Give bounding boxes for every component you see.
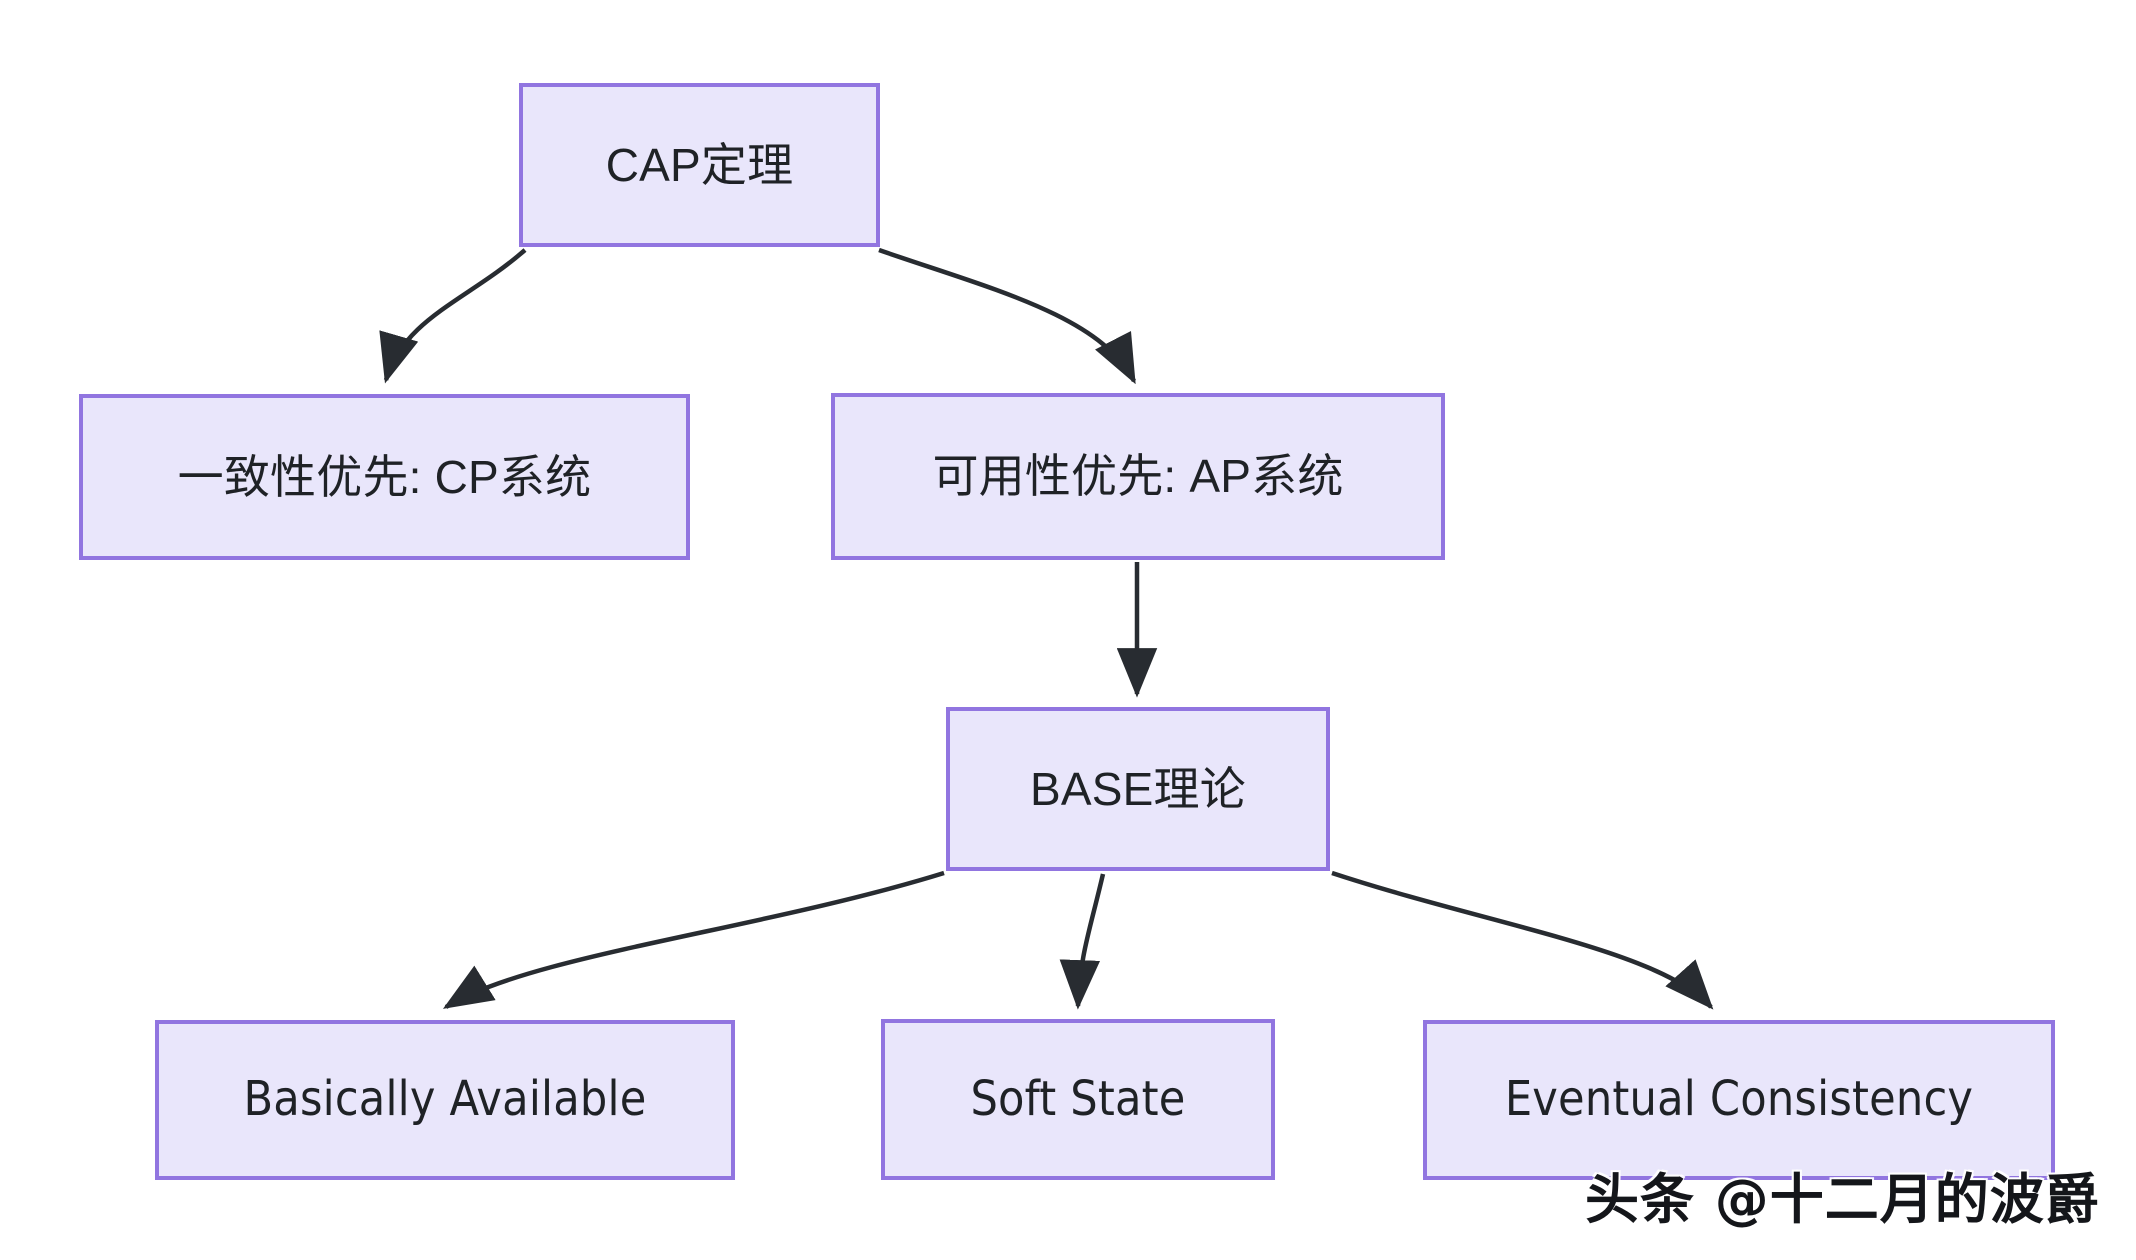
node-consistency-first-cp[interactable]: 一致性优先: CP系统 (79, 394, 690, 560)
edge-base-to-soft (1059, 873, 1106, 1010)
node-label: CAP定理 (605, 138, 794, 191)
node-availability-first-ap[interactable]: 可用性优先: AP系统 (831, 393, 1445, 560)
edge-base-to-eventual (1331, 870, 1714, 1010)
edge-base-to-ba (442, 870, 945, 1009)
node-soft-state[interactable]: Soft State (881, 1019, 1275, 1180)
node-label: 可用性优先: AP系统 (932, 450, 1344, 503)
node-basically-available[interactable]: Basically Available (155, 1020, 735, 1180)
node-label: BASE理论 (1030, 762, 1246, 815)
edge-cap-to-cp (379, 248, 527, 384)
node-label: 一致性优先: CP系统 (177, 450, 592, 503)
edge-cap-to-ap (878, 247, 1136, 385)
node-label: Eventual Consistency (1504, 1071, 1974, 1128)
node-cap-theorem[interactable]: CAP定理 (519, 83, 880, 247)
node-label: Basically Available (243, 1071, 647, 1128)
watermark-text: 头条 @十二月的波爵 (1585, 1168, 2100, 1231)
node-base-theory[interactable]: BASE理论 (946, 707, 1330, 871)
node-label: Soft State (970, 1070, 1186, 1127)
node-eventual-consistency[interactable]: Eventual Consistency (1423, 1020, 2055, 1180)
